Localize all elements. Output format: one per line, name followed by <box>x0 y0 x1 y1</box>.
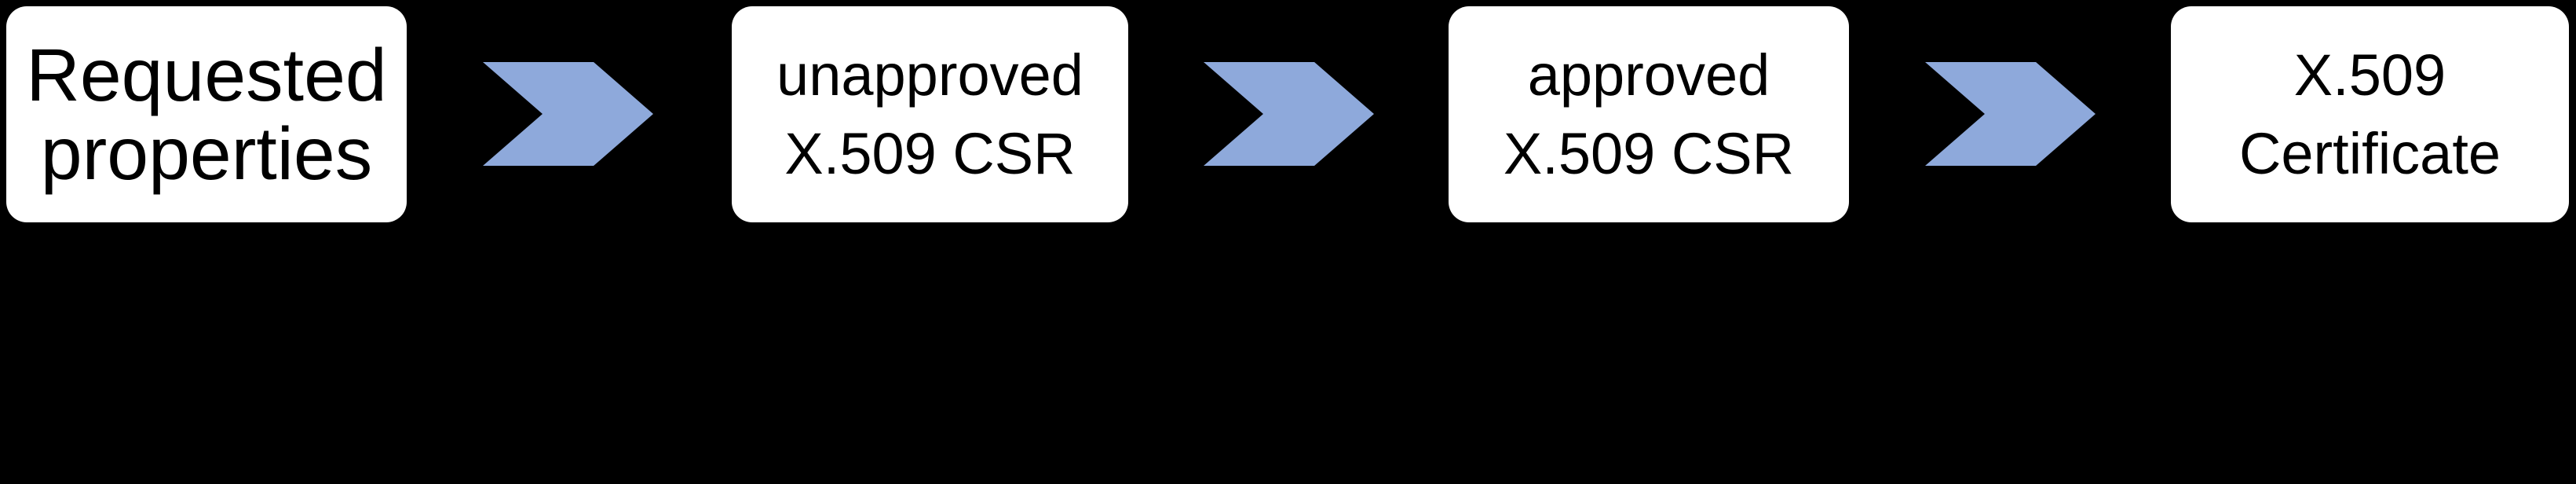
chevron-right-icon <box>1925 62 2096 166</box>
step-box-x509-certificate: X.509 Certificate <box>2171 6 2569 222</box>
step-label-line2: X.509 CSR <box>784 120 1076 186</box>
step-box-requested-properties: Requested properties <box>6 6 407 222</box>
step-label-line1: approved <box>1527 42 1770 108</box>
step-label-line2: Certificate <box>2238 120 2501 186</box>
step-box-approved-csr: approved X.509 CSR <box>1449 6 1849 222</box>
step-label-line1: Requested <box>26 33 387 117</box>
step-box-unapproved-csr: unapproved X.509 CSR <box>732 6 1128 222</box>
chevron-right-icon <box>483 62 653 166</box>
step-label-line1: X.509 <box>2293 42 2446 108</box>
step-label-line1: unapproved <box>776 42 1083 108</box>
step-label-line2: properties <box>40 112 373 196</box>
chevron-right-icon <box>1204 62 1374 166</box>
step-label-line2: X.509 CSR <box>1503 120 1795 186</box>
